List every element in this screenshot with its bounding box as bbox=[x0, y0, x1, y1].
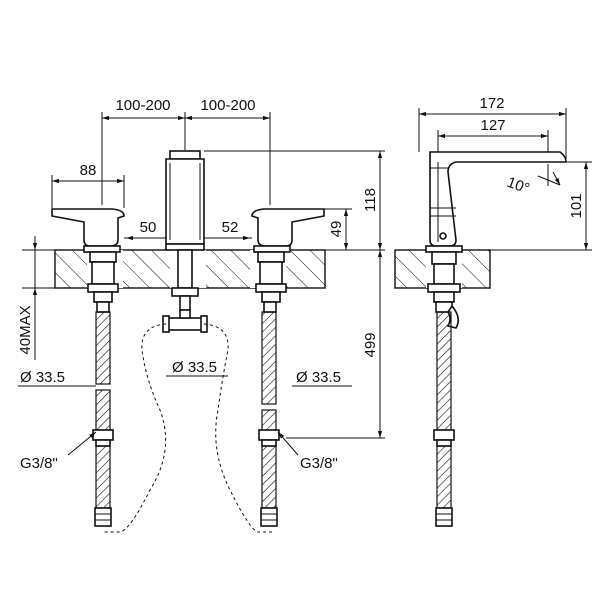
dim-diameters: Ø 33.5 Ø 33.5 Ø 33.5 bbox=[18, 359, 352, 387]
dim-spacing-left: 100-200 bbox=[115, 97, 170, 114]
side-dim-angle: 10° bbox=[505, 174, 532, 198]
dim-hose-length: 499 bbox=[286, 250, 385, 439]
dim-heights: 49 118 bbox=[204, 150, 385, 251]
right-valve bbox=[251, 208, 325, 527]
dim-deck-thickness: 40MAX bbox=[17, 236, 55, 360]
dim-diameter-right: Ø 33.5 bbox=[296, 369, 341, 386]
thread-labels: G3/8" G3/8" bbox=[20, 431, 338, 472]
thread-left: G3/8" bbox=[20, 455, 58, 472]
side-angle: 10° bbox=[505, 174, 532, 198]
dim-handle-reach: 88 bbox=[51, 162, 125, 208]
dim-diameter-left: Ø 33.5 bbox=[20, 369, 65, 386]
dim-spout-height: 118 bbox=[362, 188, 379, 212]
dim-spout-offset-left: 50 bbox=[140, 219, 157, 236]
connecting-hoses-dashed bbox=[104, 323, 272, 533]
dim-spout-offset-right: 52 bbox=[222, 219, 239, 236]
dim-diameter-center: Ø 33.5 bbox=[172, 359, 217, 376]
dim-handle-height: 49 bbox=[328, 221, 345, 238]
dim-hose-length-value: 499 bbox=[362, 332, 379, 357]
thread-right: G3/8" bbox=[300, 455, 338, 472]
dim-deck-thickness-value: 40MAX bbox=[17, 305, 34, 354]
side-height: 101 bbox=[568, 193, 585, 218]
side-total-length: 172 bbox=[479, 95, 504, 112]
center-spout bbox=[162, 150, 208, 333]
side-spout-length: 127 bbox=[480, 117, 505, 134]
side-view-faucet bbox=[425, 151, 567, 527]
dim-handle-reach-value: 88 bbox=[80, 162, 97, 179]
side-dims-horizontal: 172 127 bbox=[418, 95, 567, 160]
side-dim-vertical: 101 bbox=[490, 161, 592, 251]
dim-spacing: 100-200 100-200 bbox=[102, 97, 270, 121]
dim-spacing-right: 100-200 bbox=[200, 97, 255, 114]
dim-spout-offsets: 50 52 bbox=[124, 219, 252, 241]
left-valve bbox=[51, 208, 125, 527]
